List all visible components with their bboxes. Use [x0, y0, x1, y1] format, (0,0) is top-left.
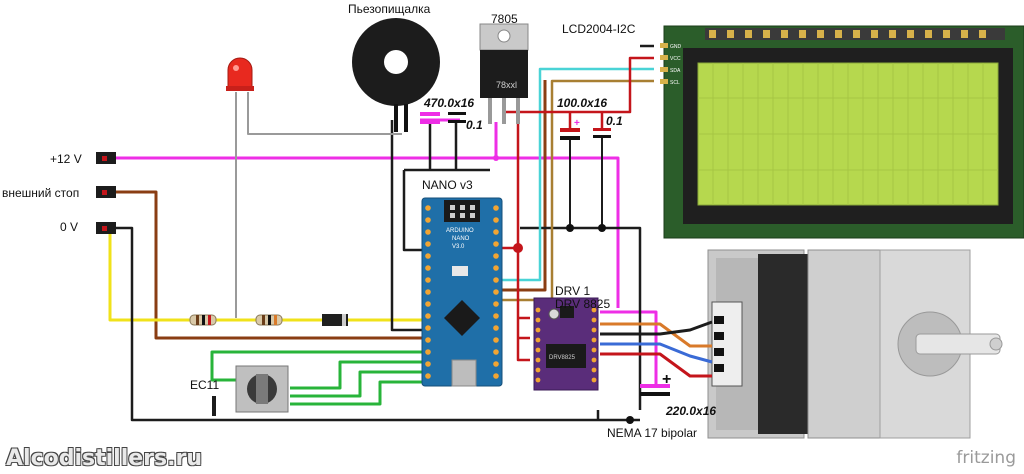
nano-model: NANO: [452, 236, 470, 242]
terminals: [96, 152, 116, 234]
lcd-pin-vcc: VCC: [670, 56, 681, 62]
stepper-motor: [707, 249, 1003, 439]
resistors: [189, 314, 283, 326]
label-lcd: LCD2004-I2C: [562, 22, 636, 36]
encoder-ec11: [212, 365, 289, 416]
lcd-i2c-pins: [660, 43, 668, 84]
fritzing-logo: fritzing: [956, 448, 1016, 468]
diode: [322, 314, 348, 326]
arduino-nano: ARDUINO NANO V3.0: [421, 197, 503, 387]
cap-label-100: 100.0x16: [557, 96, 608, 110]
label-regulator: 7805: [491, 12, 518, 26]
lcd-pin-sda: SDA: [670, 68, 681, 74]
label-motor: NEMA 17 bipolar: [607, 426, 698, 440]
lcd-pin-scl: SCL: [670, 80, 680, 86]
cap-label-01-b: 0.1: [606, 114, 623, 128]
label-plus12v: +12 V: [50, 152, 82, 166]
cap-label-01-a: 0.1: [466, 118, 483, 132]
drv8825-driver: DRV8825: [533, 297, 599, 391]
svg-text:+: +: [662, 371, 671, 388]
cap-label-470: 470.0x16: [424, 96, 475, 110]
svg-text:+: +: [574, 118, 580, 129]
lcd-module: GND VCC SDA SCL: [660, 25, 1024, 239]
cap-label-220: 220.0x16: [666, 404, 717, 418]
capacitors: + +: [420, 112, 671, 396]
buzzer: [352, 18, 440, 132]
label-zero-v: 0 V: [60, 220, 79, 234]
nano-brand: ARDUINO: [446, 228, 474, 234]
label-buzzer: Пьезопищалка: [348, 2, 431, 16]
regulator-marking: 78xxl: [496, 80, 517, 90]
drv-chip-marking: DRV8825: [549, 355, 576, 361]
motor-connector: [711, 301, 743, 387]
wires: [108, 44, 713, 422]
label-driver-2: DRV 8825: [555, 297, 611, 311]
junctions: [493, 155, 634, 424]
regulator-7805: 78xxl: [479, 23, 529, 124]
label-driver-1: DRV 1: [555, 284, 591, 298]
label-nano: NANO v3: [422, 178, 473, 192]
led: [226, 57, 254, 91]
lcd-header-pins: [705, 28, 1005, 40]
lcd-pin-gnd: GND: [670, 44, 682, 50]
label-encoder: EC11: [190, 378, 220, 392]
watermark: Alcodistillers.ru: [6, 446, 202, 471]
nano-version: V3.0: [452, 244, 465, 250]
label-external-stop: внешний стоп: [2, 186, 80, 200]
